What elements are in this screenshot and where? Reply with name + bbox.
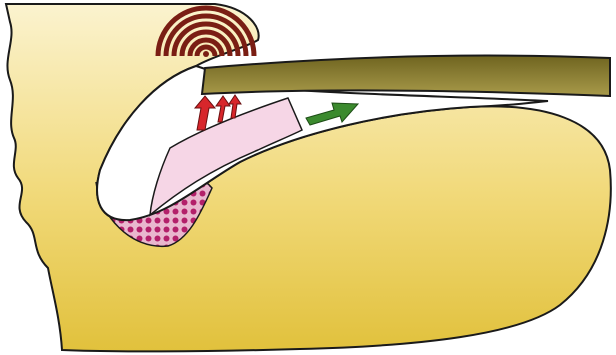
whorl-core	[203, 51, 209, 57]
nail-plate	[202, 56, 610, 96]
